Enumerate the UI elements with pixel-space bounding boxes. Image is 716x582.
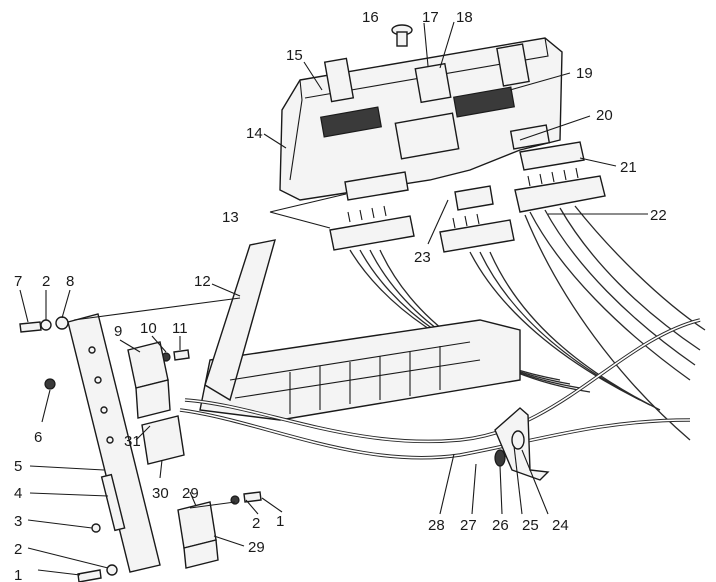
callout-labels: 1 1 2 2 2 3 4 5 6 7 8 9 10 11 12 13 14 1… [14,9,667,582]
callout-8: 8 [66,273,74,290]
mounting-tray-12 [199,239,521,421]
cable-27-28 [179,318,701,460]
callout-27: 27 [460,517,477,534]
callout-1: 1 [14,567,22,582]
callout-3: 3 [14,513,22,530]
callout-5: 5 [14,458,22,475]
callout-16: 16 [362,9,379,26]
callout-10: 10 [140,320,157,337]
connector-13 [329,171,415,251]
callout-25: 25 [522,517,539,534]
connector-21 [514,141,606,213]
wiring-harness [349,205,706,441]
callout-19: 19 [576,65,593,82]
clamp-bracket-24 [494,407,550,481]
callout-18: 18 [456,9,473,26]
callout-21: 21 [620,159,637,176]
callout-1: 1 [276,513,284,530]
callout-13: 13 [222,209,239,226]
callout-24: 24 [552,517,569,534]
callout-26: 26 [492,517,509,534]
callout-22: 22 [650,207,667,224]
fuse-block-cover [279,37,563,201]
callout-29: 29 [248,539,265,556]
relay-9 [127,341,171,419]
callout-14: 14 [246,125,263,142]
callout-23: 23 [414,249,431,266]
connector-23 [439,185,515,253]
callout-9: 9 [114,323,122,340]
relay-29 [177,501,219,569]
callout-17: 17 [422,9,439,26]
callout-4: 4 [14,485,22,502]
callout-31: 31 [124,433,141,450]
callout-20: 20 [596,107,613,124]
mounting-plate-5 [67,313,161,573]
leader-lines [19,21,648,576]
callout-7: 7 [14,273,22,290]
callout-11: 11 [172,320,188,337]
callout-30: 30 [152,485,169,502]
callout-12: 12 [194,273,211,290]
callout-15: 15 [286,47,303,64]
callout-6: 6 [34,429,42,446]
callout-2: 2 [252,515,260,532]
callout-2: 2 [42,273,50,290]
screw-16 [391,24,413,47]
relay-30-31 [141,415,185,465]
callout-29: 29 [182,485,199,502]
callout-28: 28 [428,517,445,534]
callout-2: 2 [14,541,22,558]
